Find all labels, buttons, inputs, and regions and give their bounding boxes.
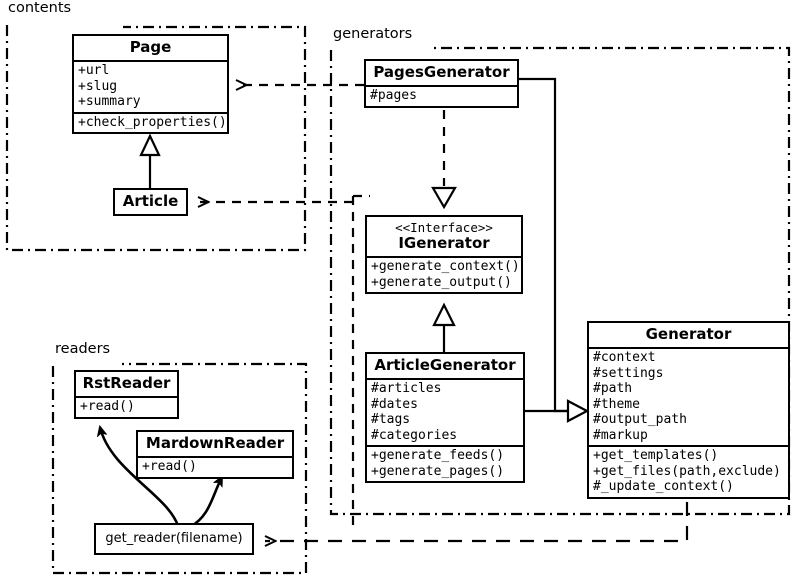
class-operations-igenerator: +generate_context() +generate_output() [367, 256, 521, 292]
operation: +generate_pages() [371, 463, 505, 479]
class-operations-page: +check_properties() [74, 111, 227, 133]
operation: +read() [80, 399, 135, 414]
attribute: #pages [370, 88, 417, 103]
attribute: +summary [78, 94, 141, 109]
dependency-generator-to-getreader [265, 502, 689, 541]
attribute: #output_path [593, 412, 687, 427]
class-box-generator[interactable]: Generator #context #settings #path #them… [587, 321, 790, 499]
attribute: #settings [593, 365, 664, 381]
operation: +get_files(path,exclude) [593, 463, 781, 479]
attribute: #markup [593, 427, 648, 443]
attribute: #dates [371, 396, 418, 412]
class-box-article[interactable]: Article [113, 188, 188, 216]
package-label-generators: generators [331, 26, 415, 42]
class-operations-rstreader: +read() [76, 396, 177, 417]
attribute: #theme [593, 396, 640, 412]
inheritance-arrowhead-article-page [139, 133, 161, 157]
class-attributes-page: +url +slug +summary [74, 60, 227, 112]
class-attributes-pagesgenerator: #pages [366, 85, 517, 106]
class-stereotype-igenerator: <<Interface>> [395, 220, 493, 235]
attribute: #context [593, 350, 656, 365]
function-name-get-reader: get_reader(filename) [105, 531, 243, 546]
package-label-readers: readers [53, 341, 113, 357]
class-name-page: Page [129, 38, 172, 56]
class-attributes-articlegenerator: #articles #dates #tags #categories [367, 378, 523, 445]
attribute: #tags [371, 412, 411, 427]
class-name-mardownreader: MardownReader [145, 434, 285, 452]
operation: +generate_feeds() [371, 448, 505, 463]
operation: +generate_context() [371, 259, 520, 274]
operation: +get_templates() [593, 448, 719, 463]
class-box-page[interactable]: Page +url +slug +summary +check_properti… [72, 34, 229, 134]
operation: +check_properties() [78, 114, 227, 130]
inheritance-arrowhead-to-generator [566, 399, 590, 423]
inheritance-pagesgenerator-to-generator [519, 77, 569, 413]
class-attributes-generator: #context #settings #path #theme #output_… [589, 347, 788, 445]
attribute: #path [593, 381, 633, 396]
class-box-rstreader[interactable]: RstReader +read() [74, 370, 179, 419]
attribute: +url [78, 63, 110, 78]
attribute: #articles [371, 381, 442, 396]
package-label-contents: contents [6, 0, 74, 16]
class-box-pagesgenerator[interactable]: PagesGenerator #pages [364, 59, 519, 108]
operation: +read() [142, 459, 197, 474]
class-name-rstreader: RstReader [82, 374, 171, 392]
class-name-igenerator: IGenerator [398, 234, 490, 252]
class-operations-mardownreader: +read() [138, 456, 292, 477]
function-box-get-reader[interactable]: get_reader(filename) [94, 523, 254, 555]
class-box-articlegenerator[interactable]: ArticleGenerator #articles #dates #tags … [365, 352, 525, 483]
class-name-pagesgenerator: PagesGenerator [373, 63, 510, 81]
attribute: #categories [371, 427, 458, 443]
realization-arrowhead-pagesgenerator-igenerator [431, 186, 457, 210]
call-getreader-to-mardownreader [189, 477, 224, 529]
operation: +generate_output() [371, 274, 512, 290]
class-name-article: Article [122, 192, 179, 210]
class-operations-generator: +get_templates() +get_files(path,exclude… [589, 445, 788, 497]
class-box-mardownreader[interactable]: MardownReader +read() [136, 430, 294, 479]
attribute: +slug [78, 78, 118, 94]
class-box-igenerator[interactable]: <<Interface>> IGenerator +generate_conte… [365, 215, 523, 294]
inheritance-arrowhead-articlegenerator-igenerator [432, 302, 456, 327]
class-name-articlegenerator: ArticleGenerator [374, 356, 516, 374]
class-operations-articlegenerator: +generate_feeds() +generate_pages() [367, 445, 523, 481]
operation: #_update_context() [593, 479, 734, 494]
class-name-generator: Generator [645, 325, 732, 343]
